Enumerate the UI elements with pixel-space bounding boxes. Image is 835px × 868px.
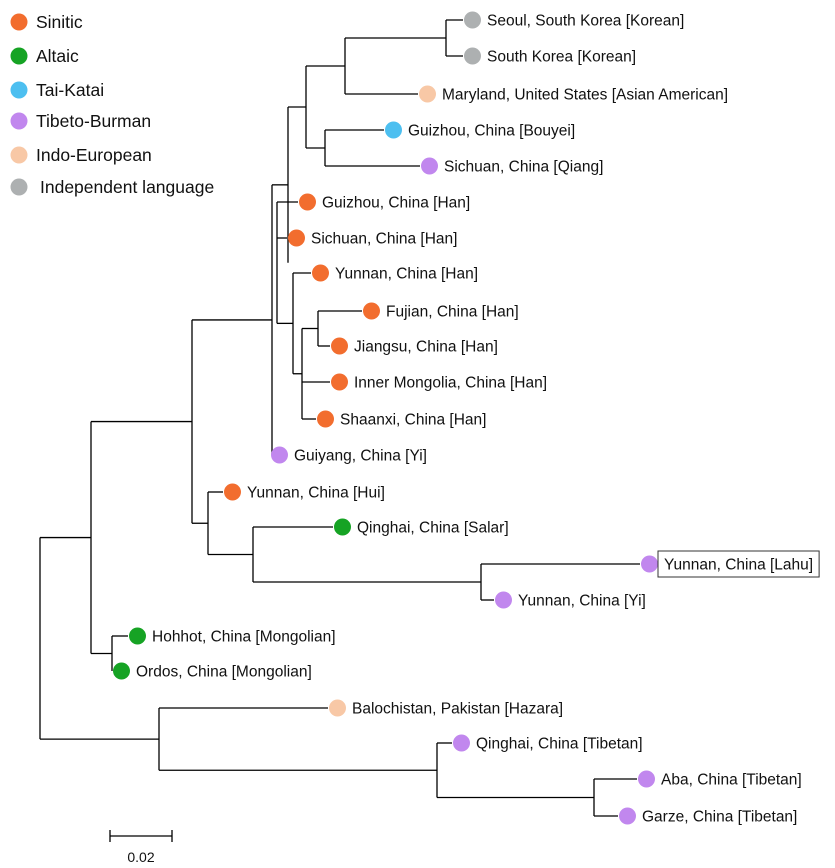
legend-item-altaic: Altaic: [10, 46, 79, 66]
leaf-label: Guiyang, China [Yi]: [294, 448, 427, 465]
leaf-dot: [334, 518, 351, 536]
tree-leaf: Qinghai, China [Salar]: [334, 518, 509, 537]
legend-item-indo-european: Indo-European: [10, 145, 152, 165]
leaf-dot: [129, 627, 146, 645]
leaf-label: Yunnan, China [Han]: [335, 266, 478, 283]
leaf-dot: [299, 193, 316, 211]
leaf-label: Guizhou, China [Bouyei]: [408, 123, 575, 140]
legend-label: Tai-Katai: [36, 80, 104, 100]
leaf-dot: [317, 410, 334, 428]
legend-label: Altaic: [36, 46, 79, 66]
leaf-label: Ordos, China [Mongolian]: [136, 664, 312, 681]
leaf-label: Qinghai, China [Salar]: [357, 520, 509, 537]
leaf-dot: [288, 229, 305, 247]
legend: Sinitic Altaic Tai-Katai Tibeto-Burman I…: [10, 12, 214, 197]
leaf-label: Fujian, China [Han]: [386, 304, 519, 321]
leaf-dot: [453, 734, 470, 752]
tree-leaf: Balochistan, Pakistan [Hazara]: [329, 699, 563, 718]
leaf-label: Yunnan, China [Lahu]: [664, 557, 813, 574]
leaf-label: Yunnan, China [Yi]: [518, 593, 646, 610]
legend-label: Independent language: [40, 177, 214, 197]
legend-swatch: [10, 13, 28, 31]
leaf-dot: [419, 85, 436, 103]
leaf-dot: [641, 555, 658, 573]
tree-leaf: Jiangsu, China [Han]: [331, 337, 498, 356]
tree-branches: [39, 19, 640, 817]
tree-leaf: Shaanxi, China [Han]: [317, 410, 486, 429]
leaf-label: Maryland, United States [Asian American]: [442, 87, 728, 104]
leaf-label: Yunnan, China [Hui]: [247, 485, 385, 502]
tree-leaf: Garze, China [Tibetan]: [619, 807, 797, 826]
leaf-label: Sichuan, China [Han]: [311, 231, 457, 248]
legend-swatch: [10, 47, 28, 65]
tree-leaf: Guizhou, China [Han]: [299, 193, 470, 212]
tree-leaf: Maryland, United States [Asian American]: [419, 85, 728, 104]
leaf-label: Sichuan, China [Qiang]: [444, 159, 603, 176]
legend-item-tibeto-burman: Tibeto-Burman: [10, 111, 151, 131]
tree-leaf: Qinghai, China [Tibetan]: [453, 734, 643, 753]
tree-leaf: South Korea [Korean]: [464, 47, 636, 66]
legend-label: Indo-European: [36, 145, 152, 165]
tree-leaf: Guizhou, China [Bouyei]: [385, 121, 575, 140]
legend-swatch: [10, 81, 28, 99]
leaf-dot: [619, 807, 636, 825]
scale-bar-label: 0.02: [127, 849, 154, 865]
leaf-dot: [331, 337, 348, 355]
tree-leaf: Yunnan, China [Hui]: [224, 483, 385, 502]
leaf-label: Aba, China [Tibetan]: [661, 772, 802, 789]
leaf-label: South Korea [Korean]: [487, 49, 636, 66]
scale-bar: 0.02: [109, 830, 173, 865]
leaf-label: Seoul, South Korea [Korean]: [487, 13, 684, 30]
leaf-dot: [464, 47, 481, 65]
tree-leaf: Yunnan, China [Lahu]: [641, 550, 820, 578]
leaf-dot: [385, 121, 402, 139]
legend-label: Sinitic: [36, 12, 83, 32]
leaf-label: Guizhou, China [Han]: [322, 195, 470, 212]
tree-leaf: Aba, China [Tibetan]: [638, 770, 802, 789]
highlight-box: [657, 550, 820, 578]
tree-leaf: Yunnan, China [Yi]: [495, 591, 646, 610]
legend-swatch: [10, 146, 28, 164]
leaf-dot: [363, 302, 380, 320]
tree-leaves: Seoul, South Korea [Korean] South Korea […: [113, 11, 820, 826]
leaf-label: Balochistan, Pakistan [Hazara]: [352, 701, 563, 718]
legend-swatch: [10, 112, 28, 130]
legend-label: Tibeto-Burman: [36, 111, 151, 131]
tree-leaf: Inner Mongolia, China [Han]: [331, 373, 547, 392]
tree-leaf: Hohhot, China [Mongolian]: [129, 627, 336, 646]
tree-leaf: Ordos, China [Mongolian]: [113, 662, 312, 681]
leaf-dot: [331, 373, 348, 391]
tree-leaf: Yunnan, China [Han]: [312, 264, 478, 283]
legend-item-independent-language: Independent language: [10, 177, 214, 197]
leaf-dot: [495, 591, 512, 609]
legend-swatch: [10, 178, 28, 196]
leaf-label: Jiangsu, China [Han]: [354, 339, 498, 356]
leaf-dot: [329, 699, 346, 717]
leaf-dot: [464, 11, 481, 29]
leaf-label: Inner Mongolia, China [Han]: [354, 375, 547, 392]
leaf-dot: [312, 264, 329, 282]
tree-leaf: Fujian, China [Han]: [363, 302, 519, 321]
leaf-dot: [421, 157, 438, 175]
leaf-label: Qinghai, China [Tibetan]: [476, 736, 643, 753]
tree-leaf: Sichuan, China [Qiang]: [421, 157, 603, 176]
tree-leaf: Guiyang, China [Yi]: [271, 446, 427, 465]
leaf-dot: [113, 662, 130, 680]
tree-leaf: Seoul, South Korea [Korean]: [464, 11, 684, 30]
legend-item-sinitic: Sinitic: [10, 12, 83, 32]
leaf-label: Hohhot, China [Mongolian]: [152, 629, 336, 646]
leaf-dot: [271, 446, 288, 464]
leaf-dot: [638, 770, 655, 788]
tree-leaf: Sichuan, China [Han]: [288, 229, 457, 248]
leaf-label: Shaanxi, China [Han]: [340, 412, 486, 429]
legend-item-tai-katai: Tai-Katai: [10, 80, 104, 100]
leaf-dot: [224, 483, 241, 501]
leaf-label: Garze, China [Tibetan]: [642, 809, 797, 826]
